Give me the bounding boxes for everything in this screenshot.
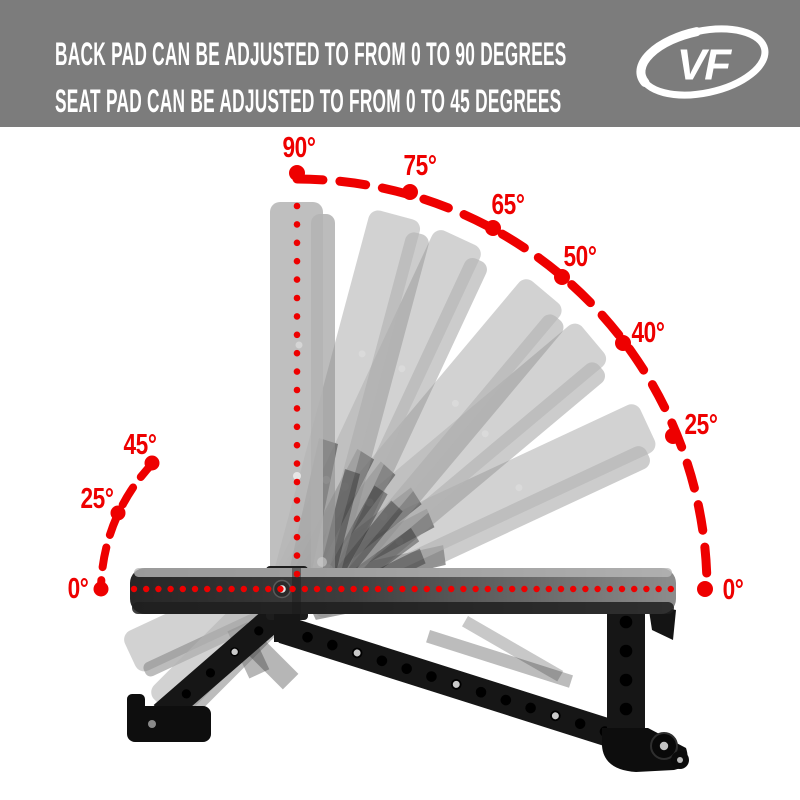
- vertical-dotted-line: [293, 202, 301, 578]
- seat-angle-label-25: 25°: [80, 481, 113, 514]
- back-angle-dot-50: [554, 269, 570, 285]
- banner-line-2: SEAT PAD CAN BE ADJUSTED TO FROM 0 TO 45…: [55, 83, 562, 119]
- back-angle-label-40: 40°: [631, 315, 664, 348]
- back-angle-dot-75: [402, 184, 418, 200]
- frame-left-foot: [127, 706, 211, 742]
- seat-angle-label-0: 0°: [68, 571, 89, 604]
- back-angle-label-50: 50°: [563, 239, 596, 272]
- pad-seam: [292, 568, 301, 614]
- back-angle-dot-0: [697, 581, 713, 597]
- frame-front-leg: [153, 592, 301, 725]
- back-angle-label-25: 25°: [684, 407, 717, 440]
- seat-angle-dot-25: [110, 505, 126, 521]
- bench-frame: [127, 566, 689, 772]
- bench-flat-pad: [130, 568, 676, 614]
- seat-angle-dot-0: [93, 581, 109, 597]
- back-angle-label-0: 0°: [723, 572, 744, 605]
- back-angle-dot-25: [665, 428, 681, 444]
- back-angle-dot-40: [615, 335, 631, 351]
- angle-annotations: 90° 75° 65° 50° 40° 25° 0° 45° 25° 0°: [68, 130, 744, 605]
- vf-brand-logo: VF: [636, 25, 769, 99]
- banner-line-1: BACK PAD CAN BE ADJUSTED TO FROM 0 TO 90…: [55, 36, 567, 72]
- header-banner: BACK PAD CAN BE ADJUSTED TO FROM 0 TO 90…: [0, 0, 800, 127]
- back-angle-dot-65: [485, 220, 501, 236]
- back-angle-label-65: 65°: [491, 187, 524, 220]
- back-angle-dot-90: [289, 165, 305, 181]
- seat-angle-dot-45: [144, 455, 160, 471]
- frame-main-rail: [278, 616, 638, 754]
- seat-pad-arc: [97, 458, 158, 593]
- back-angle-label-75: 75°: [403, 148, 436, 181]
- back-pad-ghost-positions: [270, 202, 656, 620]
- logo-ellipse-swoosh-icon: [636, 25, 769, 99]
- back-angle-label-90: 90°: [282, 130, 315, 163]
- back-pad-arc: [292, 174, 712, 594]
- frame-rear-post: [607, 598, 645, 734]
- banner-text-block: BACK PAD CAN BE ADJUSTED TO FROM 0 TO 90…: [55, 31, 800, 125]
- bench-angle-diagram: 90° 75° 65° 50° 40° 25° 0° 45° 25° 0°: [68, 130, 744, 772]
- horizontal-dotted-line: [130, 585, 674, 593]
- logo-text: VF: [677, 41, 732, 90]
- seat-angle-label-45: 45°: [123, 427, 156, 460]
